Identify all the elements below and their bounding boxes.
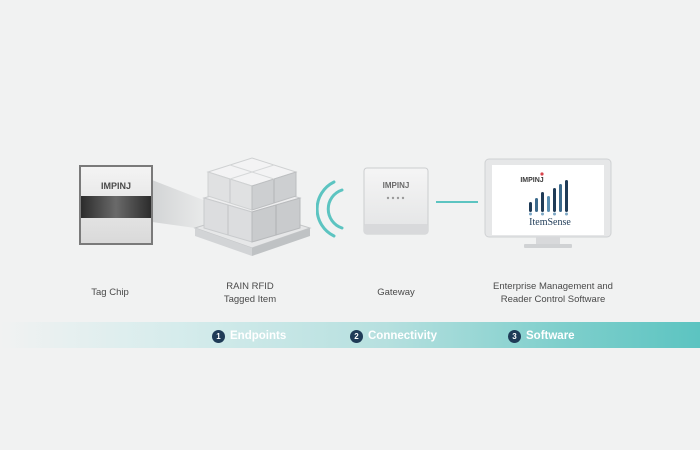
caption-software: Enterprise Management and Reader Control… — [493, 281, 613, 305]
step-software: 3 Software — [508, 328, 575, 344]
caption-tagged-item: RAIN RFID Tagged Item — [223, 281, 277, 305]
pallet-boxes-icon — [193, 157, 312, 256]
gateway-icon: IMPINJ — [363, 167, 429, 235]
wireless-signal-icon — [316, 180, 344, 238]
svg-text:IMPINJ: IMPINJ — [101, 181, 131, 191]
step-label: Software — [526, 330, 575, 342]
step-number: 2 — [350, 329, 363, 343]
caption-gateway: Gateway — [377, 287, 415, 298]
itemsense-bars-icon — [529, 180, 568, 216]
step-label: Endpoints — [230, 330, 287, 342]
connector-line — [436, 201, 478, 203]
step-connectivity: 2 Connectivity — [350, 328, 437, 344]
step-endpoints: 1 Endpoints — [212, 328, 286, 344]
svg-text:IMPINJ: IMPINJ — [383, 181, 410, 190]
caption-tag-chip: Tag Chip — [91, 287, 129, 298]
svg-text:IMPINJ: IMPINJ — [520, 177, 543, 184]
step-number: 3 — [508, 329, 521, 343]
itemsense-label: ItemSense — [529, 217, 571, 228]
step-label: Connectivity — [368, 330, 438, 342]
step-number: 1 — [212, 329, 225, 343]
